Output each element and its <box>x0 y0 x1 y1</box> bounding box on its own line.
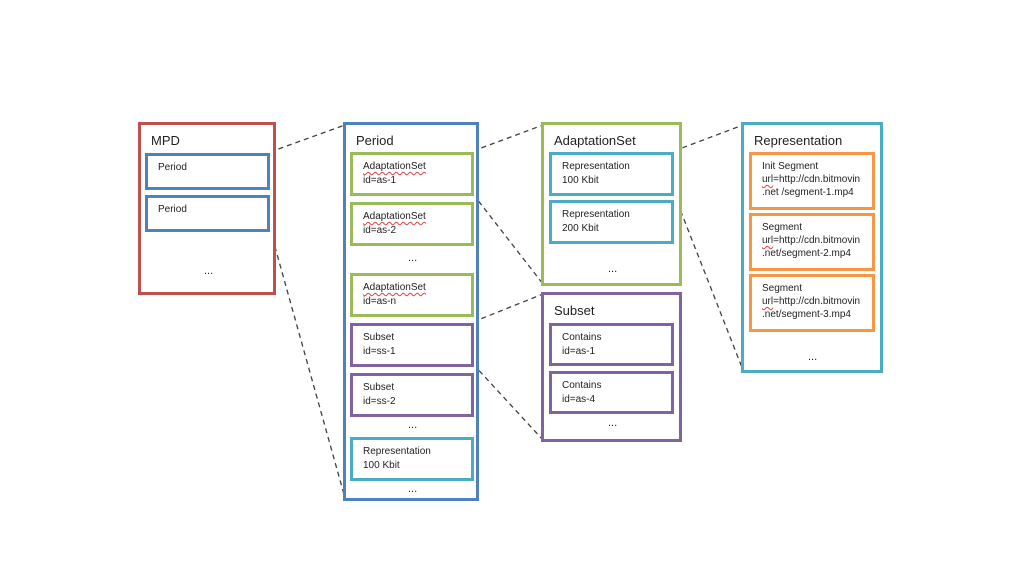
period-subset-1-id: id=ss-1 <box>363 346 396 357</box>
mpd-period-2-label: Period <box>158 204 187 215</box>
subset-ellipsis: ... <box>608 417 618 429</box>
subset-contains-1: Contains id=as-1 <box>549 323 674 366</box>
period-title: Period <box>356 133 394 148</box>
connector-subset-top <box>472 293 544 323</box>
mpd-period-2: Period <box>145 195 270 232</box>
adaptationset-ellipsis: ... <box>608 263 618 275</box>
period-adaptationset-n-id: id=as-n <box>363 296 397 307</box>
period-adaptationset-2-id: id=as-2 <box>363 225 397 236</box>
connector-period-top <box>269 124 346 153</box>
period-representation-bitrate: 100 Kbit <box>363 460 400 471</box>
period-subset-2: Subset id=ss-2 <box>350 373 474 417</box>
representation-segment-1: Init Segment url=http://cdn.bitmovin .ne… <box>749 152 875 210</box>
representation-segment-2-url: url=http://cdn.bitmovin <box>762 234 872 247</box>
adaptationset-representation-1-label: Representation <box>562 161 630 172</box>
connector-subset-bottom <box>472 363 544 441</box>
representation-segment-1-url-line2: .net /segment-1.mp4 <box>762 187 854 198</box>
subset-contains-1-label: Contains <box>562 332 602 343</box>
period-ellipsis-1: ... <box>408 252 418 264</box>
period-representation-label: Representation <box>363 446 431 457</box>
adaptationset-representation-1-bitrate: 100 Kbit <box>562 175 599 186</box>
representation-segment-3: Segment url=http://cdn.bitmovin .net/seg… <box>749 274 875 332</box>
period-adaptationset-2: AdaptationSet id=as-2 <box>350 202 474 246</box>
representation-segment-2: Segment url=http://cdn.bitmovin .net/seg… <box>749 213 875 271</box>
representation-segment-2-url-key: url <box>762 235 774 246</box>
adaptationset-title: AdaptationSet <box>554 133 636 148</box>
representation-segment-3-url-rest: =http://cdn.bitmovin <box>773 296 861 307</box>
representation-segment-1-url: url=http://cdn.bitmovin <box>762 173 872 186</box>
connector-adaptation-bottom <box>472 193 544 285</box>
adaptationset-representation-2: Representation 200 Kbit <box>549 200 674 244</box>
mpd-title: MPD <box>151 133 180 148</box>
period-subset-2-label: Subset <box>363 382 395 393</box>
representation-segment-2-label: Segment <box>762 222 803 233</box>
subset-contains-2-id: id=as-4 <box>562 394 596 405</box>
period-adaptationset-1-id: id=as-1 <box>363 175 397 186</box>
representation-ellipsis: ... <box>808 351 818 363</box>
period-subset-2-id: id=ss-2 <box>363 396 396 407</box>
adaptationset-representation-1: Representation 100 Kbit <box>549 152 674 196</box>
period-adaptationset-1-label: AdaptationSet <box>363 161 426 172</box>
subset-box: Subset Contains id=as-1 Contains id=as-4… <box>541 292 682 442</box>
representation-segment-1-label: Init Segment <box>762 161 819 172</box>
period-subset-1-label: Subset <box>363 332 395 343</box>
representation-segment-2-url-rest: =http://cdn.bitmovin <box>773 235 861 246</box>
representation-title: Representation <box>754 133 843 148</box>
representation-segment-3-label: Segment <box>762 283 803 294</box>
subset-contains-2-label: Contains <box>562 380 602 391</box>
period-adaptationset-n-label: AdaptationSet <box>363 282 426 293</box>
period-box: Period AdaptationSet id=as-1 AdaptationS… <box>343 122 479 501</box>
subset-contains-2: Contains id=as-4 <box>549 371 674 414</box>
period-ellipsis-2: ... <box>408 419 418 431</box>
period-subset-1: Subset id=ss-1 <box>350 323 474 367</box>
connector-representation-bottom <box>673 193 744 371</box>
period-adaptationset-2-label: AdaptationSet <box>363 211 426 222</box>
mpd-period-1: Period <box>145 153 270 190</box>
representation-segment-3-url: url=http://cdn.bitmovin <box>762 295 872 308</box>
subset-title: Subset <box>554 303 595 318</box>
adaptationset-representation-2-bitrate: 200 Kbit <box>562 223 599 234</box>
period-representation: Representation 100 Kbit <box>350 437 474 481</box>
mpd-ellipsis: ... <box>204 265 214 277</box>
connector-period-bottom <box>269 228 346 499</box>
period-adaptationset-n: AdaptationSet id=as-n <box>350 273 474 317</box>
subset-contains-1-id: id=as-1 <box>562 346 596 357</box>
mpd-box: MPD Period Period ... <box>138 122 276 295</box>
period-ellipsis-3: ... <box>408 483 418 495</box>
representation-segment-1-url-rest: =http://cdn.bitmovin <box>773 174 861 185</box>
adaptationset-box: AdaptationSet Representation 100 Kbit Re… <box>541 122 682 286</box>
connector-representation-top <box>673 124 744 152</box>
mpd-period-1-label: Period <box>158 162 187 173</box>
representation-segment-1-url-key: url <box>762 174 774 185</box>
representation-segment-3-url-key: url <box>762 296 774 307</box>
connector-adaptation-top <box>472 124 544 152</box>
representation-segment-3-url-line2: .net/segment-3.mp4 <box>762 309 851 320</box>
representation-segment-2-url-line2: .net/segment-2.mp4 <box>762 248 851 259</box>
representation-box: Representation Init Segment url=http://c… <box>741 122 883 373</box>
adaptationset-representation-2-label: Representation <box>562 209 630 220</box>
period-adaptationset-1: AdaptationSet id=as-1 <box>350 152 474 196</box>
